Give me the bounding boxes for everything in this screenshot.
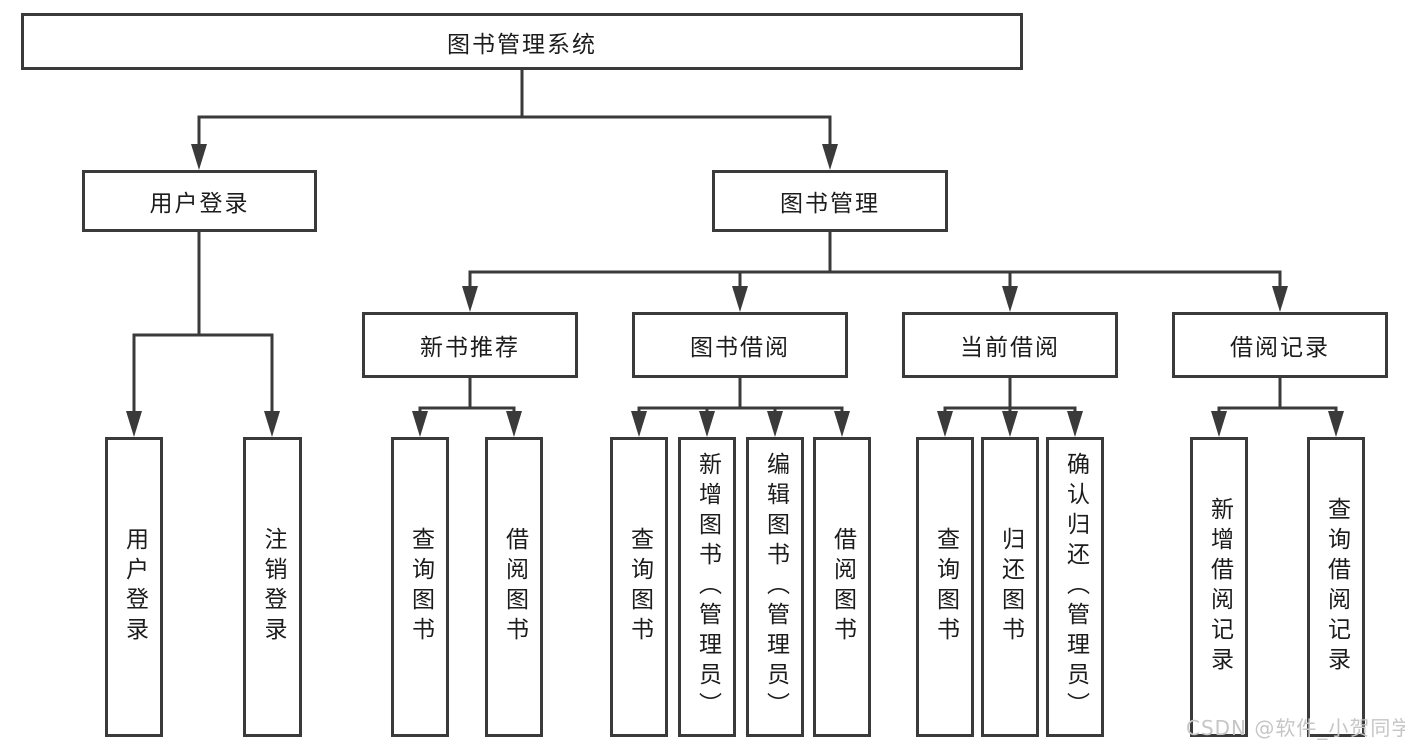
node-user-login: 用户登录 xyxy=(82,170,317,232)
arrow-down-icon xyxy=(412,411,428,437)
arrow-down-icon xyxy=(126,411,142,437)
leaf-label: 借阅图书 xyxy=(501,527,528,647)
arrow-down-icon xyxy=(506,411,522,437)
leaf-label: 注销登录 xyxy=(260,527,286,647)
leaf-query-book-borrow: 查询图书 xyxy=(610,437,668,737)
node-book-borrow: 图书借阅 xyxy=(632,312,848,378)
arrow-down-icon xyxy=(732,286,748,312)
arrow-down-icon xyxy=(699,411,715,437)
leaf-label: 新增图书（管理员） xyxy=(694,452,721,722)
leaf-label: 查询图书 xyxy=(932,527,959,647)
leaf-user-login: 用户登录 xyxy=(105,437,163,737)
leaf-add-book-admin: 新增图书（管理员） xyxy=(678,437,736,737)
node-book-management: 图书管理 xyxy=(712,170,948,232)
arrow-down-icon xyxy=(1067,411,1083,437)
arrow-down-icon xyxy=(822,144,838,170)
node-current-borrow: 当前借阅 xyxy=(902,312,1118,378)
arrow-down-icon xyxy=(1272,286,1288,312)
leaf-label: 查询图书 xyxy=(407,527,434,647)
leaf-label: 新增借阅记录 xyxy=(1206,497,1233,677)
leaf-label: 确认归还（管理员） xyxy=(1062,452,1089,722)
leaf-label: 编辑图书（管理员） xyxy=(762,452,789,722)
leaf-label: 查询借阅记录 xyxy=(1323,497,1350,677)
node-borrow-record: 借阅记录 xyxy=(1172,312,1388,378)
node-root: 图书管理系统 xyxy=(21,13,1023,70)
leaf-query-book-recommend: 查询图书 xyxy=(391,437,449,737)
leaf-label: 查询图书 xyxy=(626,527,653,647)
arrow-down-icon xyxy=(767,411,783,437)
node-new-book-recommend: 新书推荐 xyxy=(362,312,578,378)
leaf-add-borrow-record: 新增借阅记录 xyxy=(1190,437,1248,737)
leaf-query-book-current: 查询图书 xyxy=(916,437,974,737)
csdn-watermark: CSDN @软件_小贺同学 xyxy=(1186,716,1405,740)
arrow-down-icon xyxy=(1328,411,1344,437)
arrow-down-icon xyxy=(1002,286,1018,312)
arrow-down-icon xyxy=(1002,411,1018,437)
leaf-confirm-return-admin: 确认归还（管理员） xyxy=(1046,437,1104,737)
leaf-label: 归还图书 xyxy=(997,527,1024,647)
leaf-return-book: 归还图书 xyxy=(981,437,1039,737)
leaf-label: 借阅图书 xyxy=(829,527,856,647)
leaf-borrow-book: 借阅图书 xyxy=(813,437,871,737)
arrow-down-icon xyxy=(631,411,647,437)
arrow-down-icon xyxy=(191,144,207,170)
arrow-down-icon xyxy=(462,286,478,312)
arrow-down-icon xyxy=(834,411,850,437)
arrow-down-icon xyxy=(1211,411,1227,437)
leaf-label: 用户登录 xyxy=(121,527,148,647)
arrow-down-icon xyxy=(937,411,953,437)
leaf-edit-book-admin: 编辑图书（管理员） xyxy=(746,437,804,737)
leaf-logout: 注销登录 xyxy=(243,437,302,737)
leaf-query-borrow-record: 查询借阅记录 xyxy=(1307,437,1365,737)
leaf-borrow-book-recommend: 借阅图书 xyxy=(485,437,543,737)
arrow-down-icon xyxy=(264,411,280,437)
